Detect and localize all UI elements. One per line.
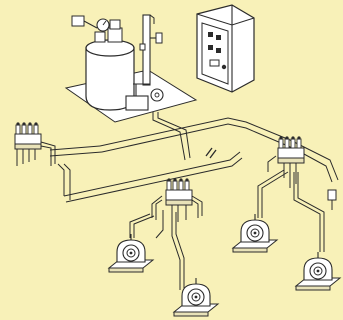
panel-indicator-2 [216,35,221,40]
distributor-block-left [15,122,55,166]
lubrication-pump-unit [66,15,196,122]
distributor-block-center [152,178,202,230]
pipe-tee-fitting [328,190,336,210]
panel-indicator-3 [208,45,213,50]
control-panel [197,5,254,92]
bearing-housing-bottom [174,278,218,316]
panel-indicator-4 [216,48,221,53]
pump-body [126,96,148,110]
bearing-housing-center [109,234,153,272]
distributor-block-right [268,136,304,188]
bearing-housing-right-b [296,252,340,290]
panel-switch [210,60,219,66]
panel-indicator-1 [208,32,213,37]
pump-motor [72,16,84,26]
bearing-housing-right-a [233,214,277,252]
